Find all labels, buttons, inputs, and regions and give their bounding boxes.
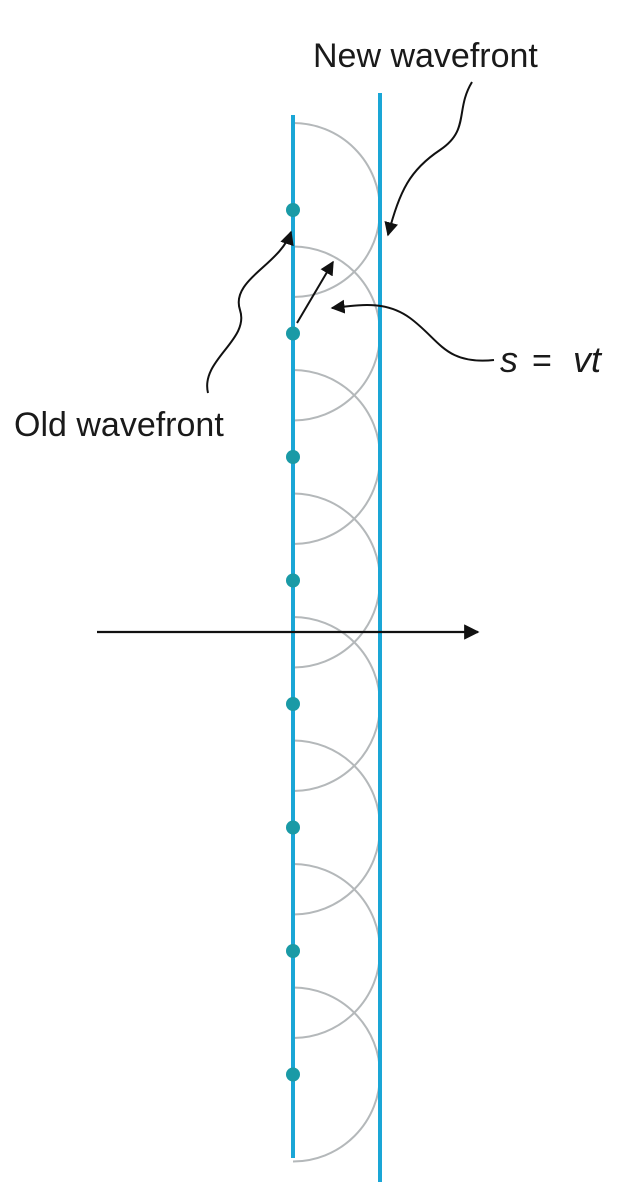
new-wavefront-label: New wavefront: [313, 37, 538, 75]
wavelet-arc: [292, 863, 381, 1039]
radius-arrow: [296, 260, 334, 324]
equation-leader: [330, 299, 495, 362]
source-point: [286, 697, 300, 711]
source-point: [286, 573, 300, 588]
old-wavefront-leader: [206, 230, 294, 394]
old-wavefront-label: Old wavefront: [14, 406, 224, 444]
source-points-group: [286, 203, 300, 1082]
wavelet-arc: [292, 986, 381, 1163]
source-point: [286, 820, 300, 835]
equation-s: s: [500, 339, 518, 380]
equation-vt: vt: [573, 339, 603, 380]
wavelet-arc: [292, 616, 381, 792]
equation-equals: =: [532, 342, 552, 380]
source-point: [286, 326, 300, 341]
source-point: [286, 944, 300, 958]
source-point: [286, 450, 300, 464]
wavelet-arc: [292, 245, 381, 422]
wavelet-arc: [292, 492, 381, 669]
new-wavefront-leader: [384, 81, 473, 237]
source-point: [286, 203, 300, 217]
wavelet-arc: [292, 369, 381, 545]
wavelet-arc: [292, 739, 381, 916]
source-point: [286, 1067, 300, 1082]
wavelet-arc: [292, 122, 381, 298]
wavelets-group: [292, 122, 381, 1163]
